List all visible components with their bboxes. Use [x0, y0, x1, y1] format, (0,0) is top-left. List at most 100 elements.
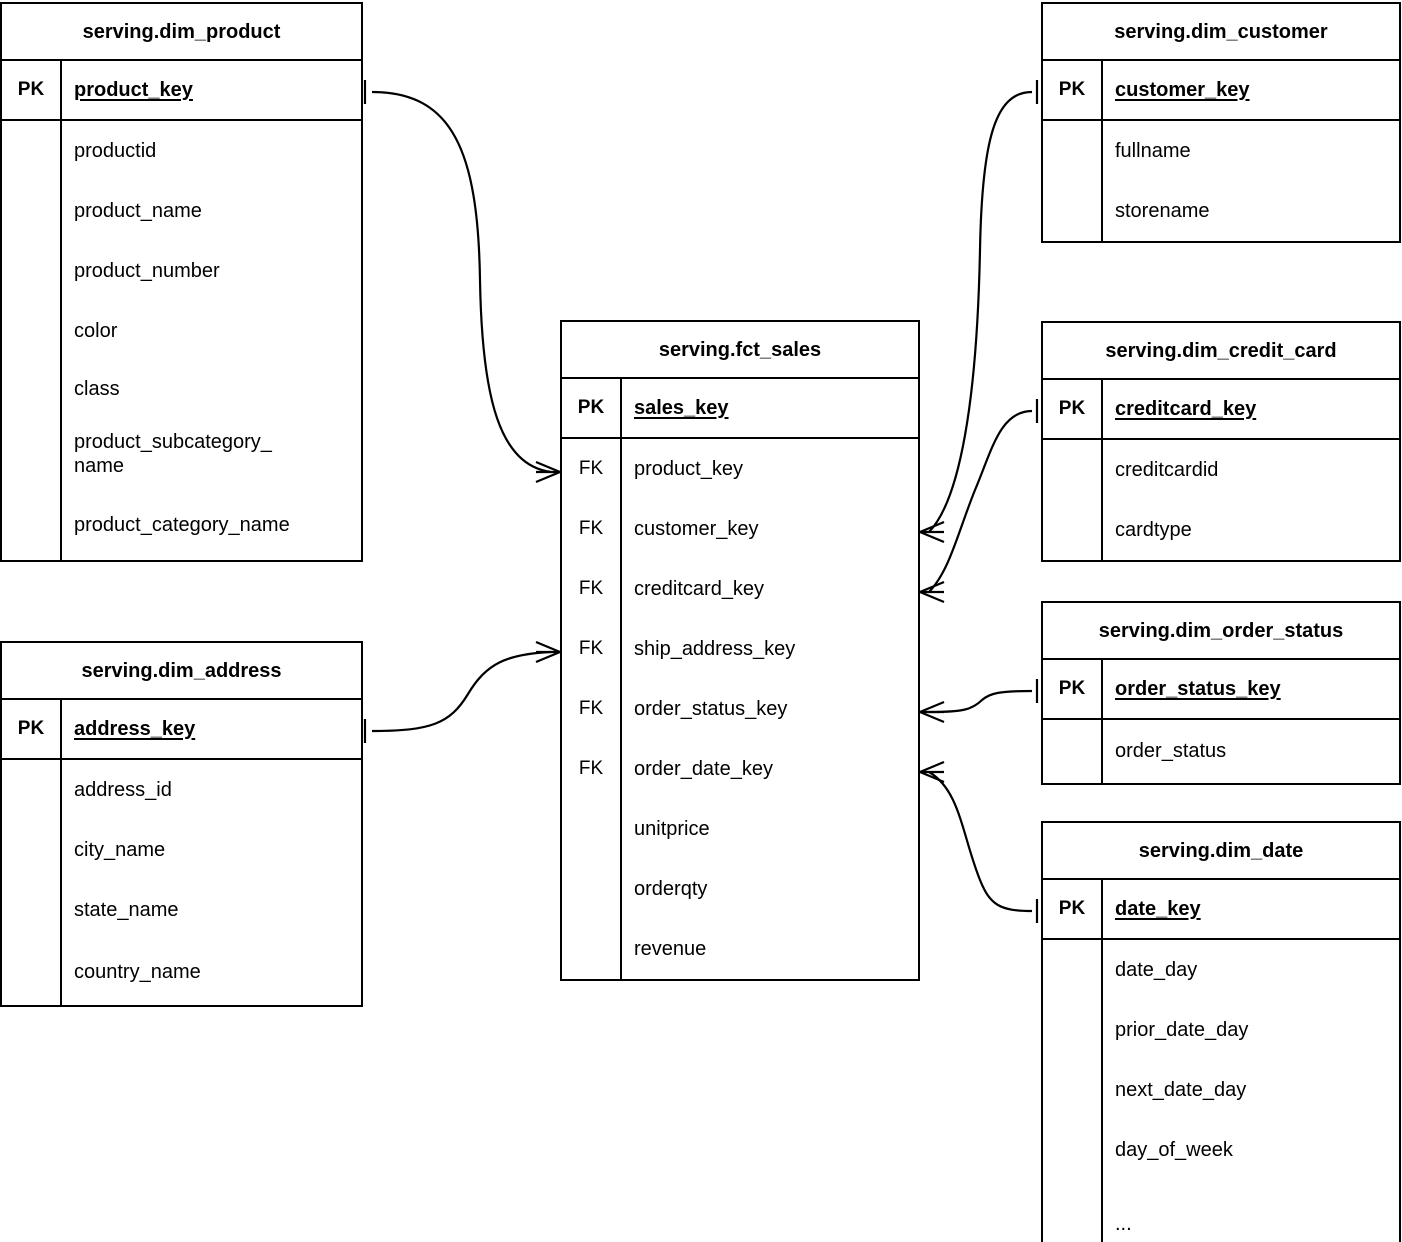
relationship-orderstatus-to-sales	[919, 679, 1039, 724]
attribute-block: FK FK FK FK FK FK product_key customer_k…	[562, 439, 918, 979]
field-color[interactable]: color	[74, 319, 118, 342]
table-row: PK product_key	[2, 61, 361, 121]
relationship-address-to-sales	[363, 640, 561, 743]
entity-dim-address[interactable]: serving.dim_address PK address_key addre…	[0, 641, 363, 1007]
crowsfoot-date	[919, 760, 945, 784]
field-product-name[interactable]: product_name	[74, 199, 202, 222]
field-order-date-key[interactable]: order_date_key	[634, 757, 773, 780]
field-fullname[interactable]: fullname	[1115, 139, 1191, 162]
attribute-stack: creditcardid cardtype	[1103, 440, 1399, 560]
field-class[interactable]: class	[74, 377, 120, 400]
key-gutter	[1043, 121, 1103, 241]
attribute-stack: address_id city_name state_name country_…	[62, 760, 361, 1005]
entity-dim-order-status[interactable]: serving.dim_order_status PK order_status…	[1041, 601, 1401, 785]
pk-badge: PK	[1043, 380, 1103, 438]
field-order-status[interactable]: order_status	[1115, 740, 1227, 763]
field-orderqty[interactable]: orderqty	[634, 877, 708, 900]
field-product-category-name[interactable]: product_category_name	[74, 514, 290, 537]
pk-badge: PK	[562, 379, 622, 437]
attribute-stack: productid product_name product_number co…	[62, 121, 361, 560]
entity-title-dim-address: serving.dim_address	[2, 643, 361, 700]
relationship-date-to-sales	[919, 760, 1039, 923]
fk-badge: FK	[578, 698, 604, 719]
field-city-name[interactable]: city_name	[74, 838, 166, 861]
crowsfoot-orderstatus	[919, 700, 945, 724]
attribute-stack: product_key customer_key creditcard_key …	[622, 439, 918, 979]
crowsfoot-customer	[919, 520, 945, 544]
crowsfoot-address	[535, 640, 561, 664]
field-sales-key[interactable]: sales_key	[634, 396, 729, 419]
entity-dim-date[interactable]: serving.dim_date PK date_key date_day pr…	[1041, 821, 1401, 1242]
field-order-status-key[interactable]: order_status_key	[1115, 677, 1281, 700]
field-ellipsis: ...	[1115, 1212, 1132, 1235]
entity-title-fct-sales: serving.fct_sales	[562, 322, 918, 379]
table-row: PK customer_key	[1043, 61, 1399, 121]
attribute-stack: date_day prior_date_day next_date_day da…	[1103, 940, 1399, 1242]
crowsfoot-product	[535, 460, 561, 484]
field-address-id[interactable]: address_id	[74, 778, 172, 801]
table-row: PK date_key	[1043, 880, 1399, 940]
field-prior-date-day[interactable]: prior_date_day	[1115, 1018, 1249, 1041]
relationship-product-to-sales	[363, 80, 561, 484]
fk-badge: FK	[578, 518, 604, 539]
key-gutter	[2, 760, 62, 1005]
field-customer-key[interactable]: customer_key	[634, 517, 759, 540]
key-gutter	[1043, 720, 1103, 783]
field-next-date-day[interactable]: next_date_day	[1115, 1078, 1247, 1101]
key-gutter	[1043, 440, 1103, 560]
field-creditcard-key[interactable]: creditcard_key	[634, 577, 765, 600]
field-storename[interactable]: storename	[1115, 199, 1210, 222]
field-revenue[interactable]: revenue	[634, 937, 707, 960]
entity-title-dim-credit-card: serving.dim_credit_card	[1043, 323, 1399, 380]
field-product-key[interactable]: product_key	[634, 457, 743, 480]
fk-badge: FK	[578, 578, 604, 599]
entity-title-dim-customer: serving.dim_customer	[1043, 4, 1399, 61]
pk-badge: PK	[1043, 61, 1103, 119]
relationship-creditcard-to-sales	[919, 399, 1039, 604]
field-unitprice[interactable]: unitprice	[634, 817, 710, 840]
table-row: PK sales_key	[562, 379, 918, 439]
attribute-block: fullname storename	[1043, 121, 1399, 241]
field-productid[interactable]: productid	[74, 139, 157, 162]
entity-fct-sales[interactable]: serving.fct_sales PK sales_key FK FK FK …	[560, 320, 920, 981]
field-country-name[interactable]: country_name	[74, 961, 201, 984]
fk-badge: FK	[578, 458, 604, 479]
table-row: PK order_status_key	[1043, 660, 1399, 720]
field-creditcardid[interactable]: creditcardid	[1115, 458, 1219, 481]
field-customer-key[interactable]: customer_key	[1115, 78, 1250, 101]
field-product-number[interactable]: product_number	[74, 259, 220, 282]
pk-badge: PK	[2, 61, 62, 119]
field-order-status-key[interactable]: order_status_key	[634, 697, 788, 720]
attribute-stack: order_status	[1103, 720, 1399, 783]
entity-dim-product[interactable]: serving.dim_product PK product_key produ…	[0, 2, 363, 562]
field-cardtype[interactable]: cardtype	[1115, 518, 1192, 541]
attribute-block: address_id city_name state_name country_…	[2, 760, 361, 1005]
field-date-key[interactable]: date_key	[1115, 897, 1201, 920]
field-address-key[interactable]: address_key	[74, 717, 196, 740]
attribute-block: creditcardid cardtype	[1043, 440, 1399, 560]
crowsfoot-creditcard	[919, 580, 945, 604]
field-product-key[interactable]: product_key	[74, 78, 193, 101]
entity-title-dim-product: serving.dim_product	[2, 4, 361, 61]
key-gutter	[1043, 940, 1103, 1242]
fk-badge: FK	[578, 758, 604, 779]
key-gutter	[2, 121, 62, 560]
field-state-name[interactable]: state_name	[74, 898, 179, 921]
field-product-subcategory-name[interactable]: product_subcategory_ name	[74, 430, 272, 477]
field-ship-address-key[interactable]: ship_address_key	[634, 637, 796, 660]
field-creditcard-key[interactable]: creditcard_key	[1115, 397, 1257, 420]
pk-badge: PK	[2, 700, 62, 758]
fk-badge: FK	[578, 638, 604, 659]
entity-dim-customer[interactable]: serving.dim_customer PK customer_key ful…	[1041, 2, 1401, 243]
field-day-of-week[interactable]: day_of_week	[1115, 1138, 1233, 1161]
field-date-day[interactable]: date_day	[1115, 958, 1198, 981]
entity-title-dim-date: serving.dim_date	[1043, 823, 1399, 880]
pk-badge: PK	[1043, 880, 1103, 938]
attribute-block: order_status	[1043, 720, 1399, 783]
relationship-customer-to-sales	[919, 80, 1039, 544]
entity-title-dim-order-status: serving.dim_order_status	[1043, 603, 1399, 660]
attribute-stack: fullname storename	[1103, 121, 1399, 241]
entity-dim-credit-card[interactable]: serving.dim_credit_card PK creditcard_ke…	[1041, 321, 1401, 562]
table-row: PK creditcard_key	[1043, 380, 1399, 440]
